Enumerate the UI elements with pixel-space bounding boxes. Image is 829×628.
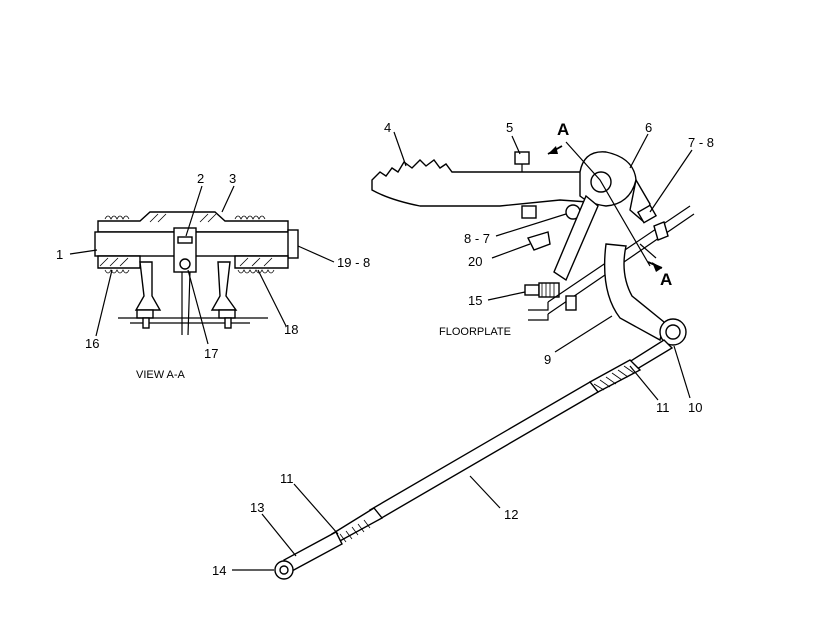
callout-8-7: 8 - 7 <box>464 231 490 246</box>
callout-17: 17 <box>204 346 218 361</box>
callout-4: 4 <box>384 120 391 135</box>
callout-19-8: 19 - 8 <box>337 255 370 270</box>
floorplate-label: FLOORPLATE <box>439 326 511 338</box>
callout-5: 5 <box>506 120 513 135</box>
callout-10: 10 <box>688 400 702 415</box>
callout-15: 15 <box>468 293 482 308</box>
callout-13: 13 <box>250 500 264 515</box>
callout-labels: 1 2 3 4 5 6 7 - 8 8 - 7 9 10 11 11 12 13… <box>56 120 714 578</box>
callout-9: 9 <box>544 352 551 367</box>
callout-1: 1 <box>56 247 63 262</box>
callout-3: 3 <box>229 171 236 186</box>
callout-11-upper: 11 <box>656 400 670 415</box>
callout-6: 6 <box>645 120 652 135</box>
callout-7-8: 7 - 8 <box>688 135 714 150</box>
callout-16: 16 <box>85 336 99 351</box>
view-a-a-section <box>94 211 299 336</box>
callout-18: 18 <box>284 322 298 337</box>
leader-lines <box>69 131 693 571</box>
section-marker-a-bottom: A <box>660 270 672 289</box>
callout-12: 12 <box>504 507 518 522</box>
callout-14: 14 <box>212 563 226 578</box>
callout-11-lower: 11 <box>280 471 294 486</box>
callout-2: 2 <box>197 171 204 186</box>
pedal-assembly <box>371 141 695 346</box>
linkage-rod <box>274 339 674 580</box>
callout-20: 20 <box>468 254 482 269</box>
section-marker-a-top: A <box>557 120 569 139</box>
view-caption: VIEW A-A <box>136 369 186 381</box>
